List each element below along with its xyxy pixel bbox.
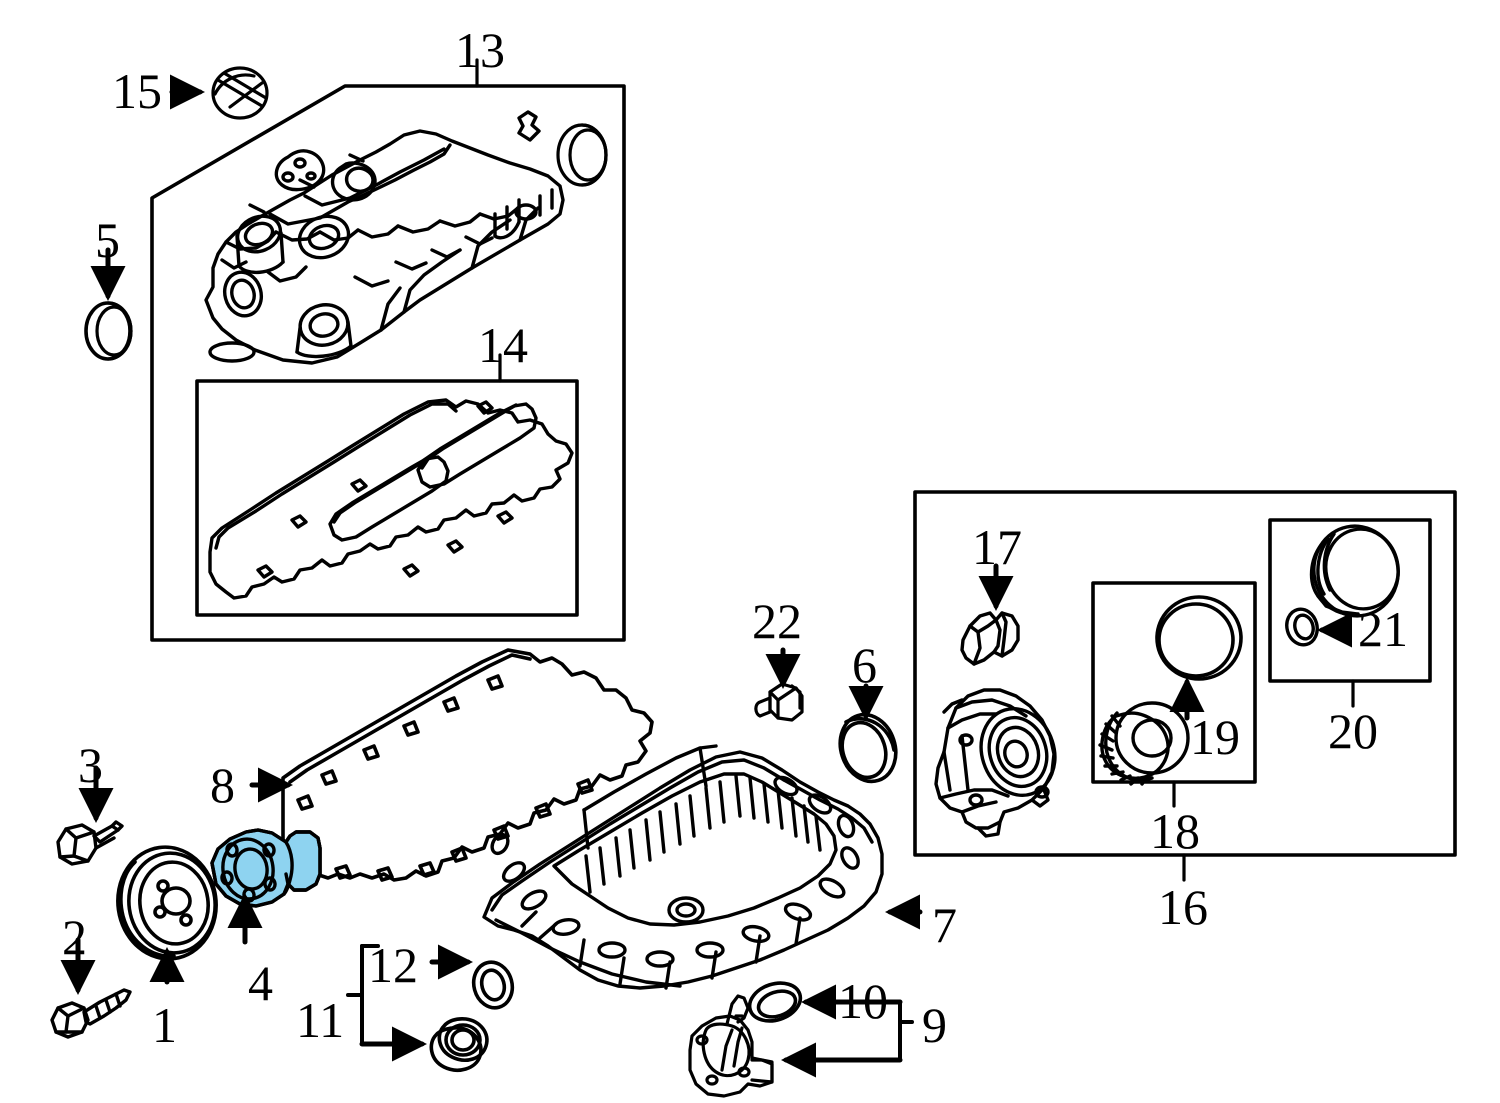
callout-label-4[interactable]: 4: [248, 955, 273, 1011]
callout-label-11[interactable]: 11: [296, 992, 345, 1048]
callout-label-17[interactable]: 17: [972, 519, 1022, 575]
part-17-housing-seal: [960, 611, 1020, 666]
callout-label-22[interactable]: 22: [752, 593, 802, 649]
part-21-cap-oring: [1285, 607, 1319, 647]
part-13-seal-ring: [556, 123, 608, 187]
part-4-crank-hub: [210, 828, 322, 908]
callout-label-12[interactable]: 12: [368, 937, 418, 993]
part-13-cylinder-head-cover: [204, 110, 565, 365]
part-15-oil-filler-cap: [211, 66, 269, 120]
callout-label-7[interactable]: 7: [932, 897, 957, 953]
group-20-box: [1268, 518, 1432, 683]
group-14-box: [195, 379, 579, 617]
callout-label-8[interactable]: 8: [210, 757, 235, 813]
callout-label-14[interactable]: 14: [478, 317, 528, 373]
part-5-front-seal: [84, 301, 133, 361]
part-1-crankshaft-pulley: [116, 845, 218, 961]
callout-label-3[interactable]: 3: [78, 737, 103, 793]
part-12-seal-ring: [471, 960, 515, 1010]
part-11-seal-bushing: [429, 1017, 489, 1072]
leader-11: [346, 944, 380, 1046]
callout-label-5[interactable]: 5: [95, 212, 120, 268]
callout-label-6[interactable]: 6: [852, 637, 877, 693]
part-2-crank-stud: [50, 988, 132, 1039]
part-7-oil-pan: [482, 744, 884, 990]
part-9-drain-valve: [688, 994, 774, 1098]
group-13-box: [150, 84, 626, 642]
callout-label-1[interactable]: 1: [152, 997, 177, 1053]
callout-label-10[interactable]: 10: [838, 973, 888, 1029]
part-22-oil-level-sensor: [754, 682, 804, 722]
callout-label-15[interactable]: 15: [112, 63, 162, 119]
part-3-hex-bolt: [56, 820, 124, 866]
part-10-drain-gasket: [747, 981, 803, 1023]
part-14-valve-cover-gasket: [208, 398, 574, 600]
part-6-o-ring: [838, 712, 898, 784]
callout-label-16[interactable]: 16: [1158, 879, 1208, 935]
part-20-oil-filter-cap: [1309, 524, 1400, 618]
leader-9: [781, 1000, 914, 1078]
callout-label-20[interactable]: 20: [1328, 703, 1378, 759]
part-16-oil-filter-housing: [934, 688, 1057, 838]
callout-label-19[interactable]: 19: [1190, 709, 1240, 765]
callout-label-2[interactable]: 2: [62, 909, 87, 965]
callout-label-13[interactable]: 13: [455, 22, 505, 78]
callout-label-21[interactable]: 21: [1358, 601, 1408, 657]
part-18-oil-filter-element: [1098, 701, 1190, 786]
callout-label-18[interactable]: 18: [1150, 803, 1200, 859]
part-8-oil-pan-gasket: [281, 648, 654, 882]
part-19-filter-oring: [1155, 595, 1243, 681]
callout-label-9[interactable]: 9: [922, 997, 947, 1053]
